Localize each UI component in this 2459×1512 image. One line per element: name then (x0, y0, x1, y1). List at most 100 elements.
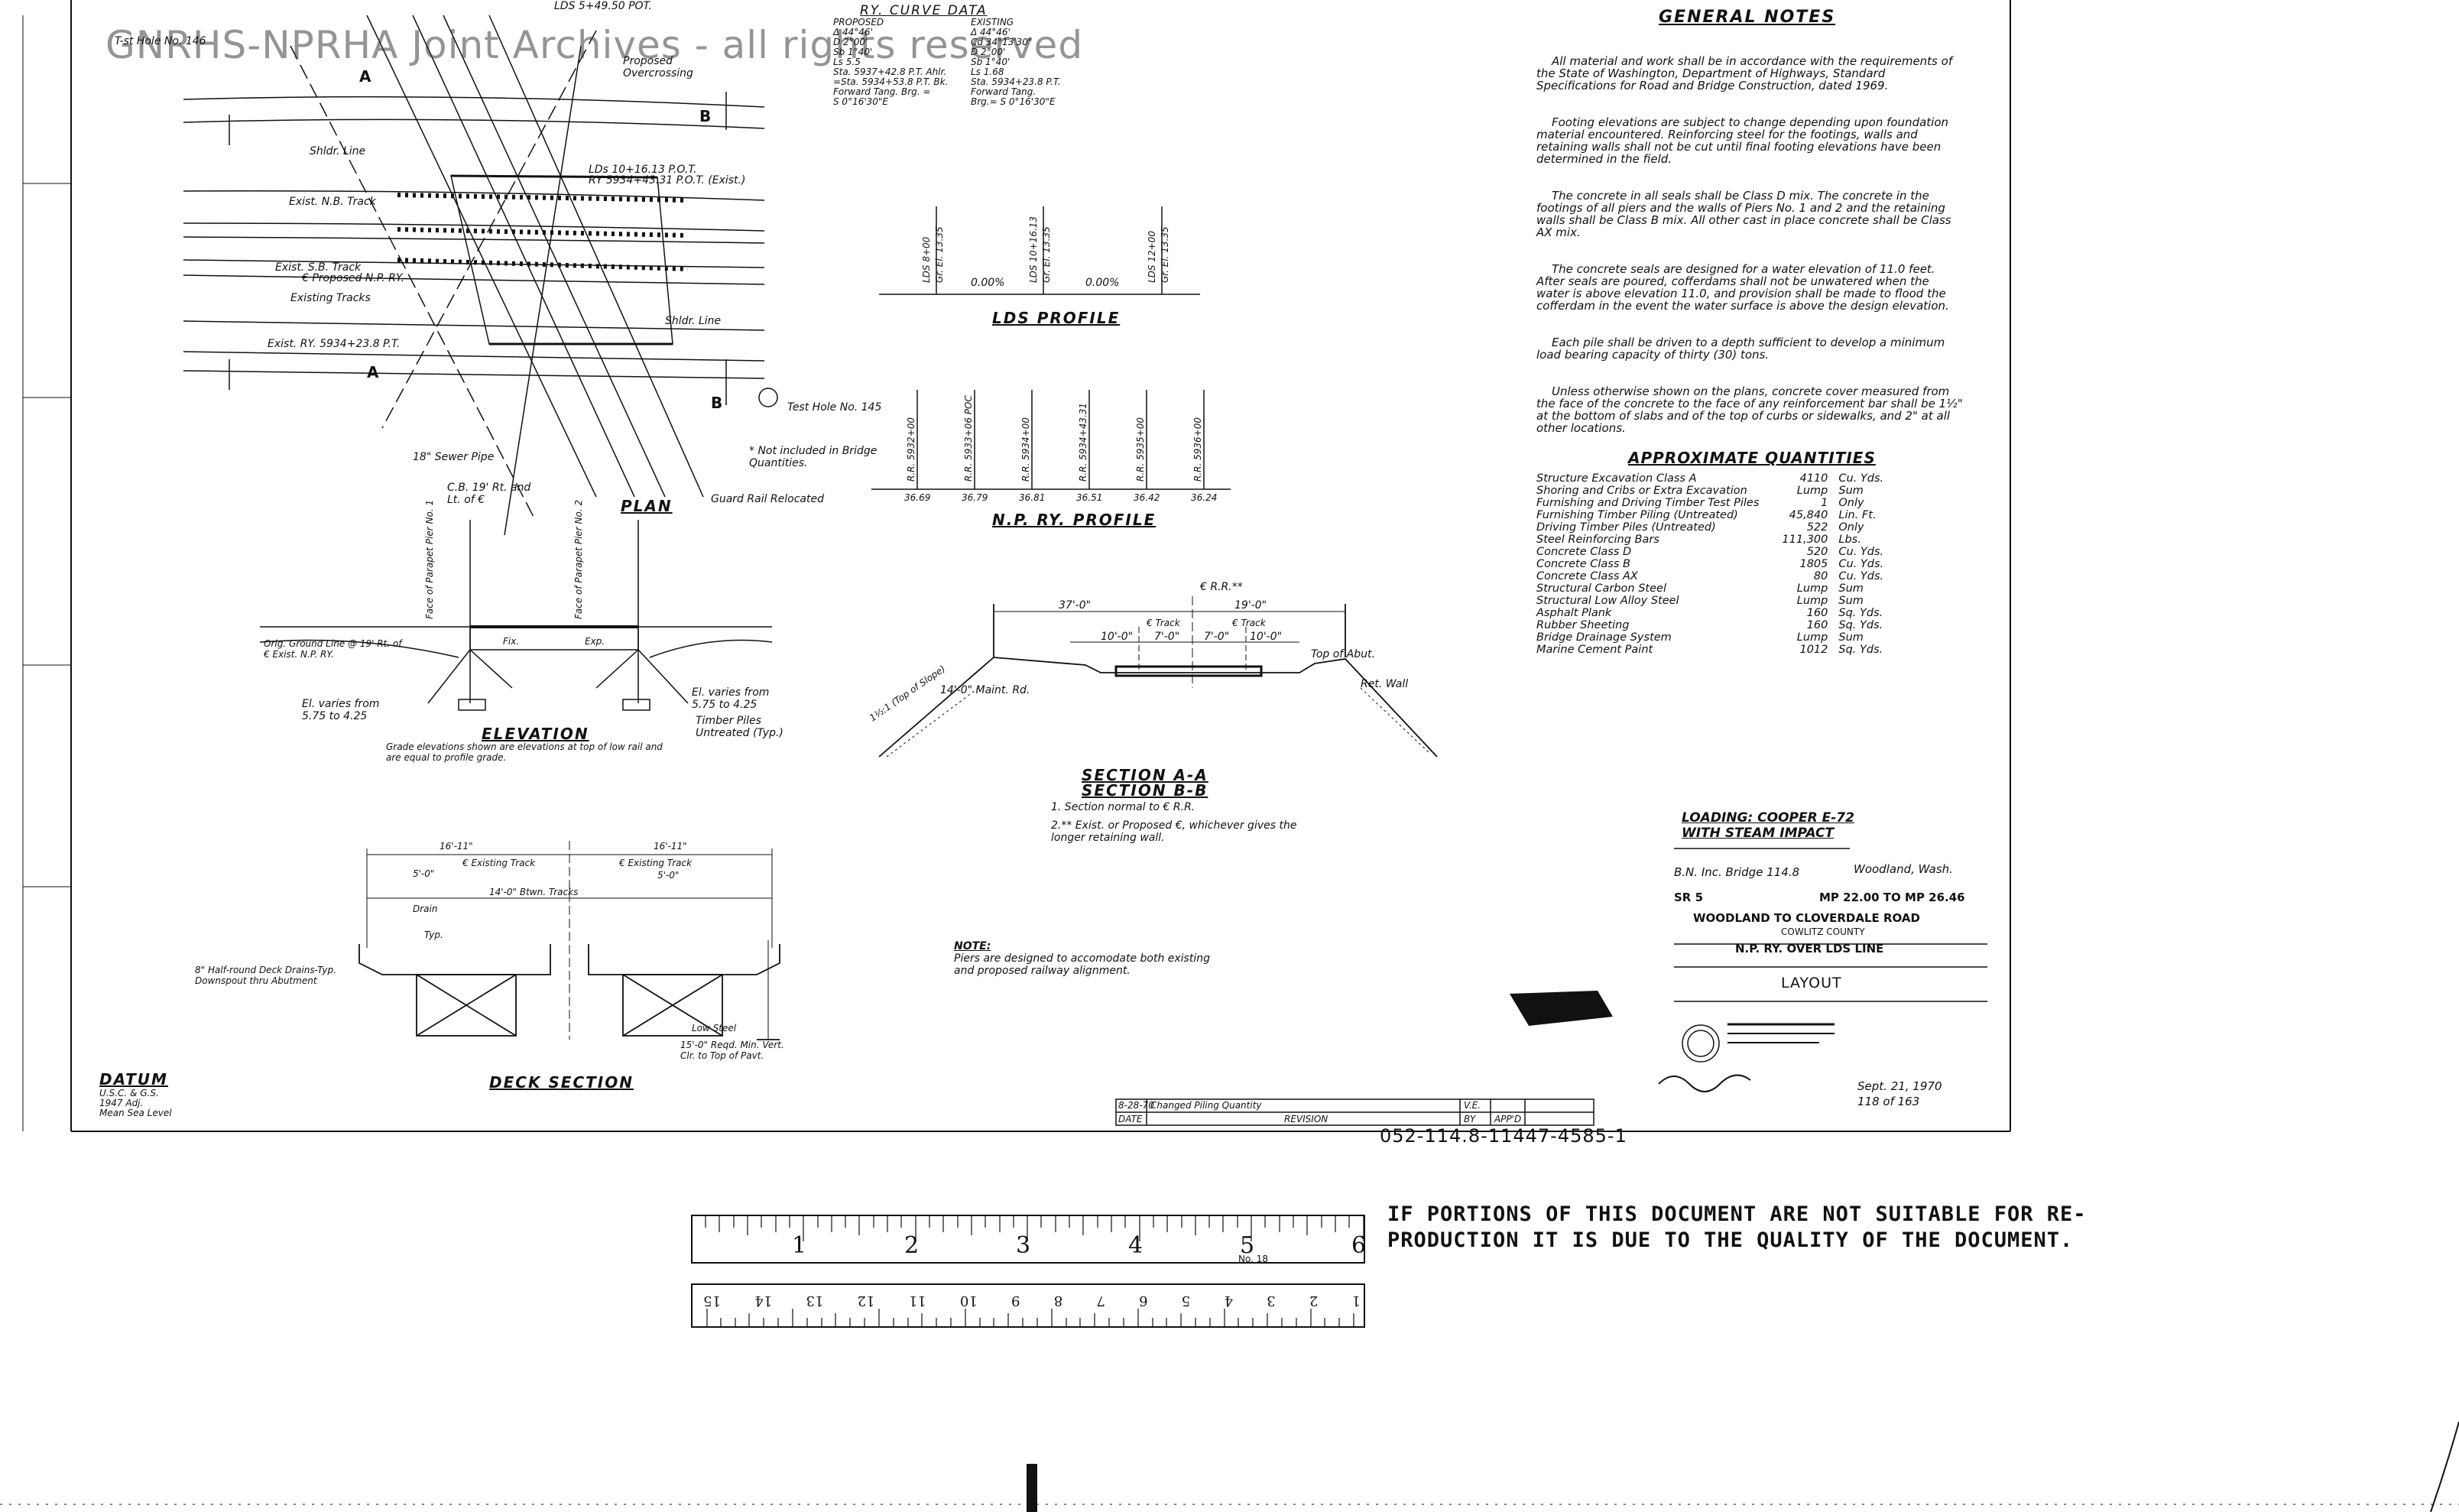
quantities-title: APPROXIMATE QUANTITIES (1628, 449, 1876, 467)
revision-description: Changed Piling Quantity (1150, 1100, 1262, 1111)
cb-label: C.B. 19' Rt. and Lt. of € (447, 482, 531, 506)
lds-grade-2: 0.00% (1085, 277, 1120, 289)
watermark: GNRHS-NPRHA Joint Archives - all rights … (105, 23, 1084, 67)
section-marker-b-top: B (699, 107, 712, 125)
lds-label-5: LDS 12+00 (1147, 231, 1157, 283)
loading-title: LOADING: COOPER E-72 (1682, 810, 1854, 826)
deck-dim-right: 16'-11" (654, 841, 687, 852)
ruler-mark: No. 18 (1238, 1254, 1269, 1264)
track-left-label: € Track (1147, 618, 1180, 628)
note-paragraph: The concrete in all seals shall be Class… (1536, 189, 1955, 239)
sewer-pipe-label: 18" Sewer Pipe (413, 451, 495, 463)
half-round-drain-label: 8" Half-round Deck Drains-Typ. Downspout… (195, 965, 336, 986)
npry-station-5: R.R. 5935+00 (1135, 417, 1146, 482)
npry-station-2: R.R. 5933+06 POC (963, 395, 974, 482)
sheet-date: Sept. 21, 1970 (1857, 1079, 1942, 1093)
ruler-inch-6: 6 (1351, 1232, 1367, 1259)
track-right-label: € Track (1232, 618, 1266, 628)
deck-section-title: DECK SECTION (489, 1073, 634, 1092)
lds-profile-title: LDS PROFILE (992, 309, 1121, 327)
lds-pot-label: LDs 10+16.13 P.O.T. (589, 164, 697, 176)
elevation-varies-right: El. varies from 5.75 to 4.25 (692, 686, 770, 711)
ry-pot-label: RY 5934+43.31 P.O.T. (Exist.) (589, 174, 746, 187)
lds-grade-1: 0.00% (971, 277, 1005, 289)
crossing-name: N.P. RY. OVER LDS LINE (1735, 942, 1884, 956)
ruler-inch-5: 5 (1240, 1232, 1255, 1259)
top-of-abutment-label: Top of Abut. (1311, 648, 1375, 660)
sheet-number: 118 of 163 (1857, 1095, 1920, 1108)
shoulder-line-label-top: Shldr. Line (310, 145, 366, 157)
fix-label: Fix. (503, 636, 520, 647)
revision-date-header: DATE (1118, 1114, 1143, 1124)
revision-by-header: BY (1464, 1114, 1476, 1124)
general-notes-title: GENERAL NOTES (1659, 8, 1836, 27)
existing-track-label-right: € Existing Track (619, 858, 693, 868)
datum-body: U.S.C. & G.S.1947 Adj.Mean Sea Level (99, 1088, 172, 1118)
table-row: Furnishing and Driving Timber Test Piles… (1536, 497, 1864, 509)
drawing-number: 052-114.8-11447-4585-1 (1380, 1125, 1627, 1147)
npry-station-1: R.R. 5932+00 (906, 417, 916, 482)
pier1-label: Face of Parapet Pier No. 1 (424, 499, 435, 619)
existing-tracks-label: Existing Tracks (290, 292, 371, 304)
note-body: Piers are designed to accomodate both ex… (954, 952, 1210, 977)
elevation-varies-left: El. varies from 5.75 to 4.25 (302, 698, 380, 722)
dim-10ft-left: 10'-0" (1101, 631, 1134, 643)
ruler-inch-1: 1 (792, 1232, 807, 1259)
revision-approved-header: APP'D (1494, 1114, 1522, 1124)
datum-title: DATUM (99, 1070, 168, 1089)
section-note-1: 1. Section normal to € R.R. (1051, 801, 1195, 813)
road-name: WOODLAND TO CLOVERDALE ROAD (1693, 911, 1920, 925)
test-hole-146: T-st Hole No. 146 (115, 35, 206, 47)
note-paragraph: All material and work shall be in accord… (1536, 54, 1956, 92)
curve-data-proposed-label: PROPOSED (833, 17, 884, 28)
npry-elev-2: 36.79 (962, 492, 988, 503)
table-row: Furnishing Timber Piling (Untreated)45,8… (1536, 509, 1877, 521)
clearance-label: 15'-0" Reqd. Min. Vert. Clr. to Top of P… (680, 1040, 784, 1061)
deck-dim-left: 16'-11" (440, 841, 473, 852)
ruler-inch-3: 3 (1016, 1232, 1031, 1259)
bridge-number: B.N. Inc. Bridge 114.8 (1674, 865, 1800, 879)
rr-centerline: € R.R.** (1200, 581, 1243, 593)
ruler-inch-4: 4 (1128, 1232, 1144, 1259)
revision-by: V.E. (1464, 1100, 1481, 1111)
dim-10ft-right: 10'-0" (1250, 631, 1283, 643)
orig-ground-label: Orig. Ground Line @ 19' Rt. of € Exist. … (264, 638, 402, 660)
deck-dim-5ft-right: 5'-0" (657, 870, 680, 881)
section-note-2: 2.** Exist. or Proposed €, whichever giv… (1051, 819, 1297, 844)
note-paragraph: Unless otherwise shown on the plans, con… (1536, 384, 1967, 435)
dim-7ft-left: 7'-0" (1154, 631, 1180, 643)
npry-elev-5: 36.42 (1134, 492, 1160, 503)
lds-label-6: Gr. El. 13.35 (1160, 226, 1170, 283)
county-name: COWLITZ COUNTY (1781, 926, 1865, 937)
exist-ry-label: Exist. RY. 5934+23.8 P.T. (268, 338, 401, 350)
curve-data-title: RY. CURVE DATA (860, 3, 988, 18)
npry-station-3: R.R. 5934+00 (1020, 417, 1031, 482)
lds-label-4: Gr. El. 13.35 (1041, 226, 1052, 283)
exist-nb-track-label: Exist. N.B. Track (289, 196, 376, 208)
section-aa-title: SECTION A-A (1082, 766, 1208, 784)
npry-elev-4: 36.51 (1076, 492, 1103, 503)
low-steel-label: Low Steel (692, 1023, 737, 1033)
note-paragraph: Footing elevations are subject to change… (1536, 115, 1952, 166)
retaining-wall-label: Ret. Wall (1361, 678, 1409, 690)
lds-station-label: LDS 5+49.50 POT. (554, 0, 652, 12)
shoulder-line-label-bottom: Shldr. Line (665, 315, 722, 327)
grade-note: Grade elevations shown are elevations at… (386, 741, 663, 763)
between-tracks-label: 14'-0" Btwn. Tracks (489, 887, 579, 897)
existing-track-label: € Existing Track (462, 858, 536, 868)
milepost-range: MP 22.00 TO MP 26.46 (1819, 891, 1965, 904)
typ-label: Typ. (424, 930, 443, 940)
exp-label: Exp. (585, 636, 605, 647)
guard-rail-label: Guard Rail Relocated (711, 493, 824, 505)
revision-date: 8-28-70 (1118, 1100, 1154, 1111)
elevation-title: ELEVATION (482, 725, 589, 743)
npry-profile-title: N.P. RY. PROFILE (992, 511, 1157, 529)
